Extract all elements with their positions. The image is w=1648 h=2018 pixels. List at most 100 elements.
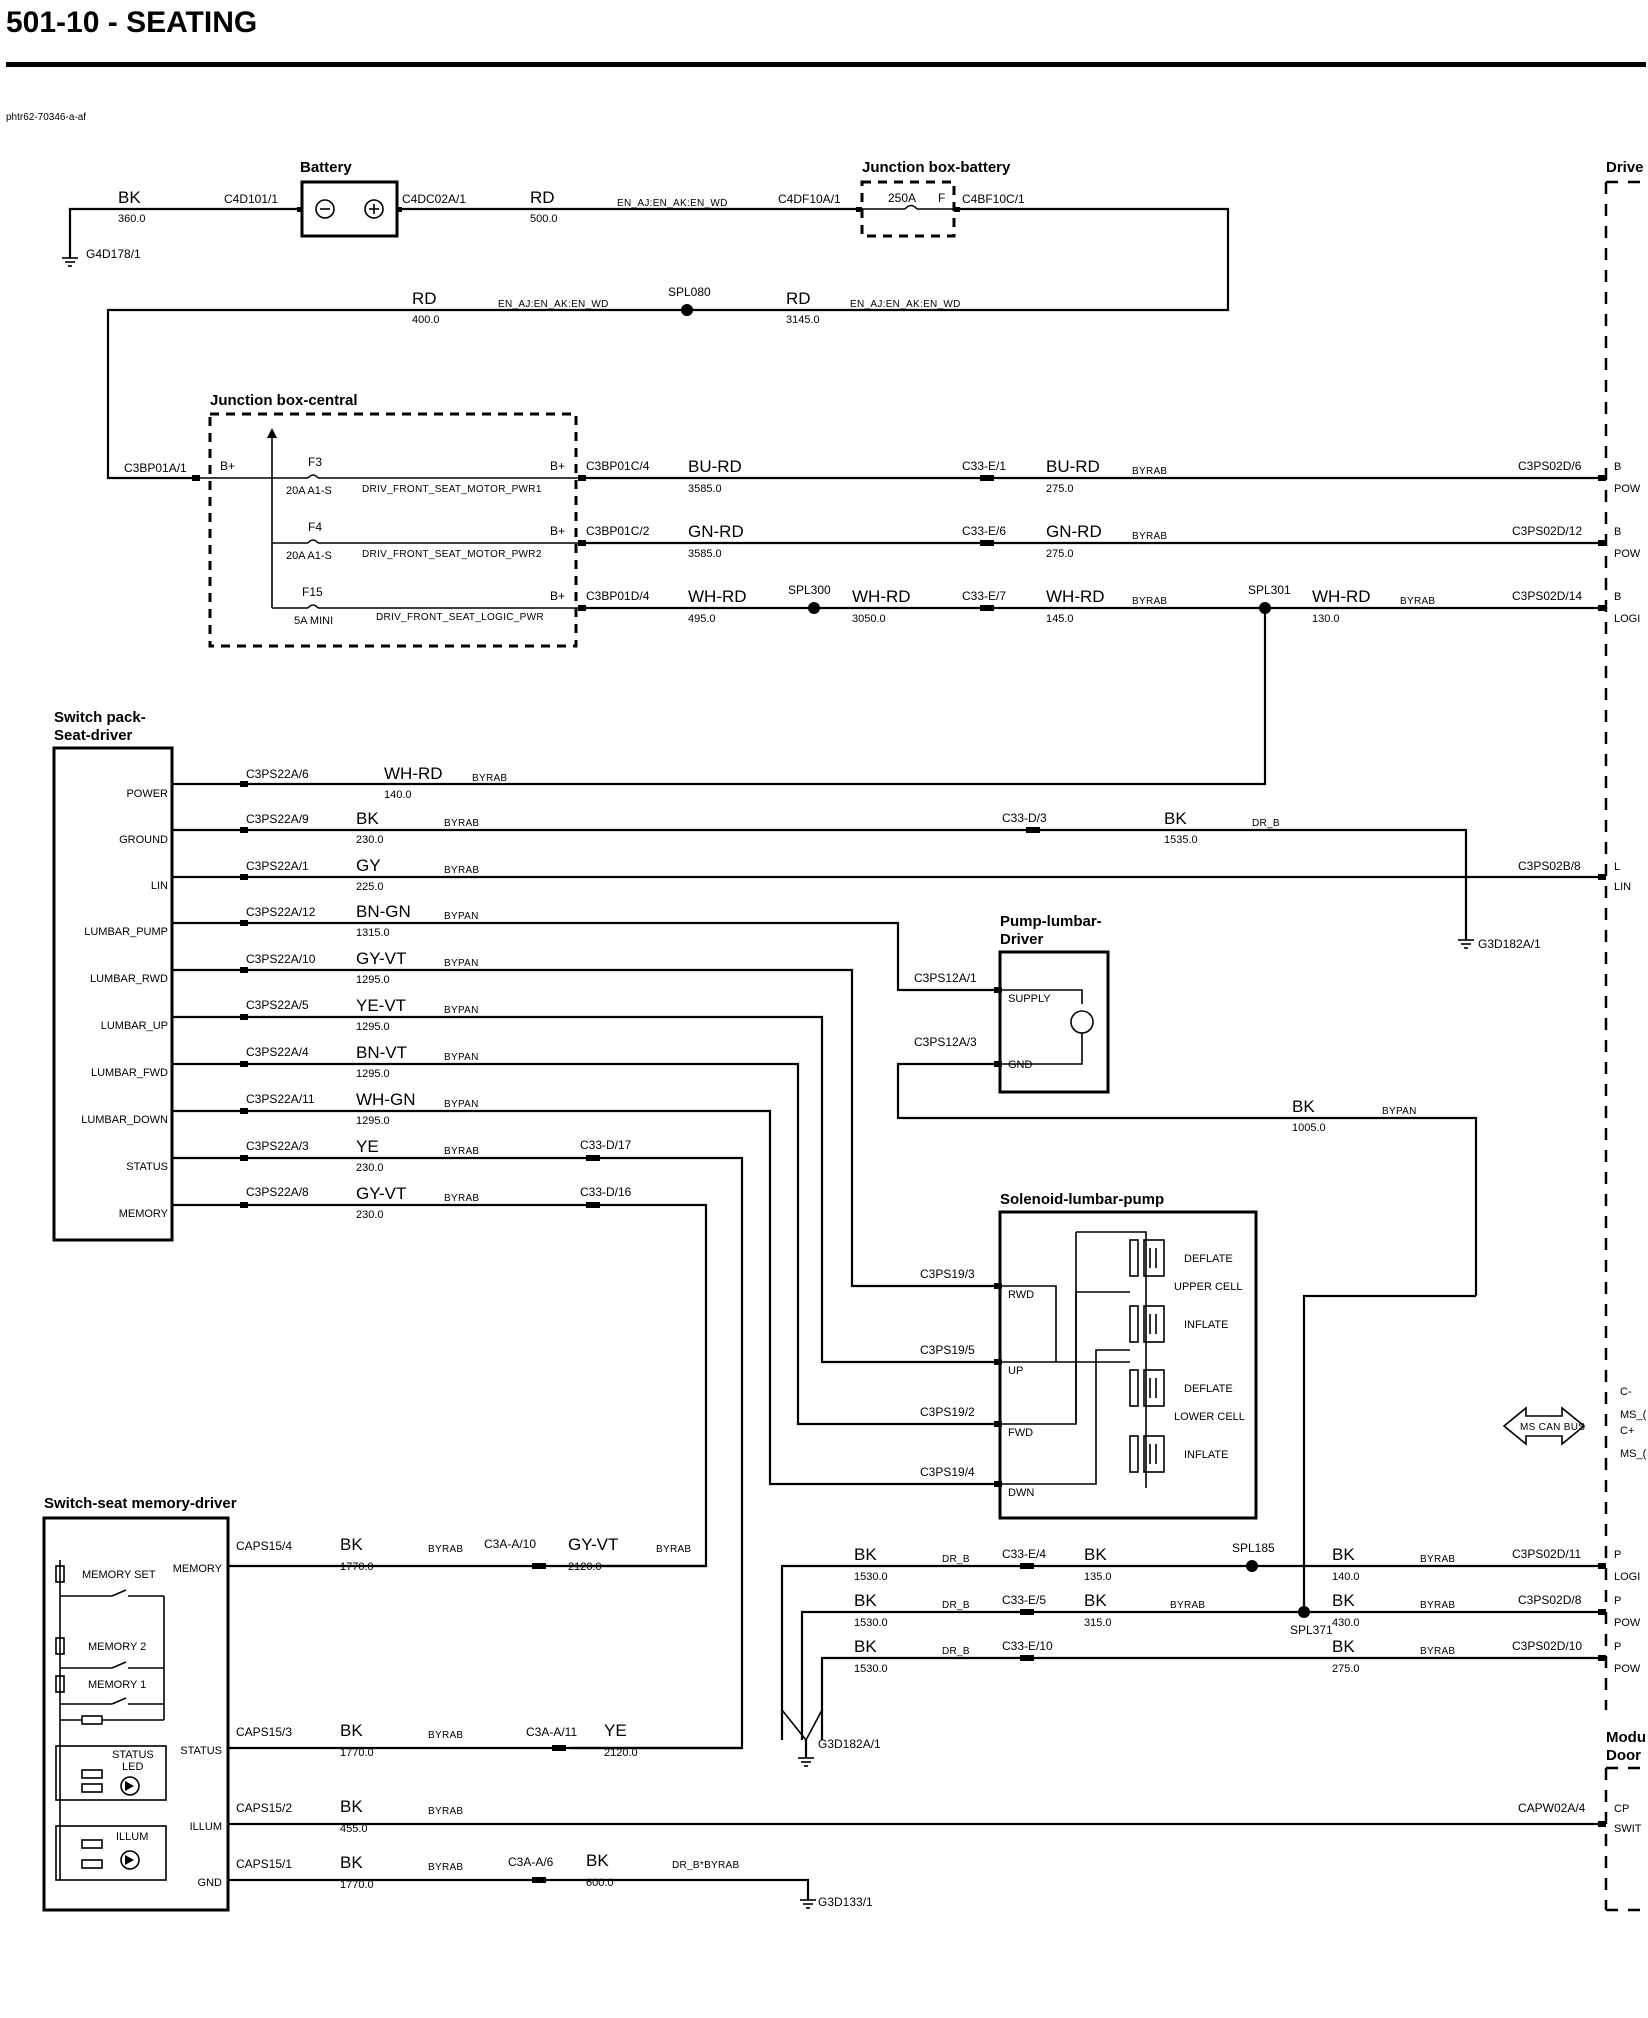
net-label: DR_B — [942, 1554, 970, 1565]
fuse-name: F15 — [302, 585, 323, 599]
memory-wire[interactable] — [172, 1203, 708, 1568]
pin-function-label: POW — [1614, 1663, 1641, 1675]
connector-label: C3A-A/6 — [508, 1855, 554, 1869]
pin-label: LUMBAR_RWD — [90, 973, 168, 985]
solenoid-label: UPPER CELL — [1174, 1281, 1242, 1293]
resistor-icon — [55, 1675, 65, 1693]
switch-pack-pin-status: STATUS C3PS22A/3 YE 230.0 BYRAB C33-D/17 — [126, 1137, 744, 1750]
connector-label: C3PS12A/3 — [914, 1035, 977, 1049]
wire-color-label: BK — [340, 1721, 363, 1740]
pump-ground-return[interactable] — [1302, 1294, 1476, 1616]
lumbar-down-wire[interactable] — [172, 1109, 998, 1486]
status-led: STATUS LED — [55, 1745, 167, 1801]
lumbar-fwd-wire[interactable] — [172, 1062, 998, 1426]
wire-color-label: GY — [356, 856, 381, 875]
switch-pack-pin-lumbar-down: LUMBAR_DOWN C3PS22A/11 WH-GN 1295.0 BYPA… — [81, 1090, 998, 1486]
pump-title-1: Pump-lumbar- — [1000, 913, 1102, 930]
inline-connector — [1020, 1609, 1034, 1615]
solenoid-deflate-upper: DEFLATE UPPER CELL — [1129, 1239, 1242, 1293]
pin-label: LUMBAR_PUMP — [84, 926, 168, 938]
splice-dot — [1246, 1560, 1258, 1572]
resistor-icon — [81, 1859, 103, 1869]
connector-label: C33-E/5 — [1002, 1593, 1046, 1607]
pump-ground-wire[interactable] — [896, 1062, 1478, 1296]
lumbar-pump-wire[interactable] — [172, 921, 998, 992]
connector-label: C3PS22A/6 — [246, 767, 309, 781]
connector-label: C3PS02D/10 — [1512, 1639, 1582, 1653]
switch-label: MEMORY 2 — [88, 1641, 146, 1653]
connector-pin — [994, 1359, 1002, 1365]
battery-feed-wire[interactable] — [106, 207, 1230, 480]
bk-lines: BK 1530.0 DR_B C33-E/4 BK 135.0 SPL185 B… — [780, 1294, 1641, 1767]
solenoid-label: INFLATE — [1184, 1449, 1228, 1461]
inline-connector — [532, 1877, 546, 1883]
switch-pack-box[interactable] — [52, 746, 174, 1242]
wire-length-label: 430.0 — [1332, 1617, 1360, 1629]
pin-label: GND — [1008, 1059, 1033, 1071]
connector-pin — [994, 1481, 1002, 1487]
jb-central-box[interactable] — [208, 412, 578, 648]
bk-wire-1[interactable] — [780, 1564, 1606, 1740]
switch-pack-power-wire[interactable] — [240, 608, 1267, 786]
net-label: BYPAN — [444, 1052, 479, 1063]
pump-box[interactable] — [998, 950, 1110, 1094]
lumbar-up-wire[interactable] — [172, 1015, 998, 1364]
inline-connector — [1020, 1655, 1034, 1661]
wire-length-label: 3050.0 — [852, 613, 886, 625]
memory-switch-ground-wire[interactable] — [228, 1878, 810, 1900]
wire-length-label: 3585.0 — [688, 548, 722, 560]
memory-switch-box[interactable] — [42, 1516, 230, 1912]
bk-wire-3[interactable] — [820, 1656, 1606, 1740]
connector-pin — [1598, 475, 1606, 481]
jb-central-pin-in — [192, 475, 200, 481]
wire-color-label: GY-VT — [356, 949, 406, 968]
lumbar-rwd-wire[interactable] — [172, 968, 998, 1288]
connector-label: C3PS02D/12 — [1512, 524, 1582, 538]
wire-color-label: BK — [1084, 1545, 1107, 1564]
battery-ground-wire[interactable] — [68, 207, 297, 258]
battery-title: Battery — [300, 159, 352, 176]
wire-color-label: YE-VT — [356, 996, 406, 1015]
ground-wire[interactable] — [172, 828, 1468, 940]
wire-color-label: WH-GN — [356, 1090, 415, 1109]
wire-color-label: BK — [854, 1637, 877, 1656]
status-wire[interactable] — [172, 1156, 744, 1750]
connector-label: C3PS02D/14 — [1512, 589, 1582, 603]
door-module: Modu Door — [1604, 1729, 1648, 1912]
memory-2-switch[interactable]: MEMORY 2 — [55, 1637, 164, 1669]
battery-negative-terminal — [315, 199, 335, 219]
wire-color-label: BK — [1292, 1097, 1315, 1116]
title-divider — [6, 62, 1646, 67]
resistor-icon — [55, 1637, 65, 1655]
wire-color-label: GN-RD — [1046, 522, 1102, 541]
connector-pin — [1598, 540, 1606, 546]
memory-1-switch[interactable]: MEMORY 1 — [55, 1675, 164, 1705]
pin-label: B+ — [220, 459, 235, 473]
wire-color-label: GY-VT — [356, 1184, 406, 1203]
net-label: BYPAN — [444, 1005, 479, 1016]
fuse-rating: 20A A1-S — [286, 550, 332, 562]
net-label: BYRAB — [444, 1193, 479, 1204]
pin-function-label: LOGI — [1614, 1571, 1640, 1583]
bk-wire-2[interactable] — [800, 1610, 1606, 1740]
net-label: DR_B — [942, 1600, 970, 1611]
pin-label: B+ — [550, 589, 565, 603]
led-label: STATUS — [112, 1749, 154, 1761]
memory-set-switch[interactable]: MEMORY SET — [55, 1565, 164, 1597]
wire-color-label: WH-RD — [384, 764, 443, 783]
wire-color-label: BN-VT — [356, 1043, 407, 1062]
wire-length-label: 230.0 — [356, 1162, 384, 1174]
solenoid-inflate-upper: INFLATE — [1129, 1305, 1228, 1343]
switch-label: MEMORY SET — [82, 1569, 156, 1581]
pin-label: B — [1614, 461, 1621, 473]
pin-label: P — [1614, 1595, 1621, 1607]
ground-point-label: G3D133/1 — [818, 1895, 873, 1909]
connector-label: C33-E/6 — [962, 524, 1006, 538]
connector-label: C3PS02D/8 — [1518, 1593, 1582, 1607]
jb-central-title: Junction box-central — [210, 392, 358, 409]
wire-length-label: 2120.0 — [568, 1561, 602, 1573]
pin-label: RWD — [1008, 1289, 1034, 1301]
fuse-name: F4 — [308, 520, 322, 534]
wire-color-label: BK — [1332, 1637, 1355, 1656]
wire-color-label: BK — [586, 1851, 609, 1870]
